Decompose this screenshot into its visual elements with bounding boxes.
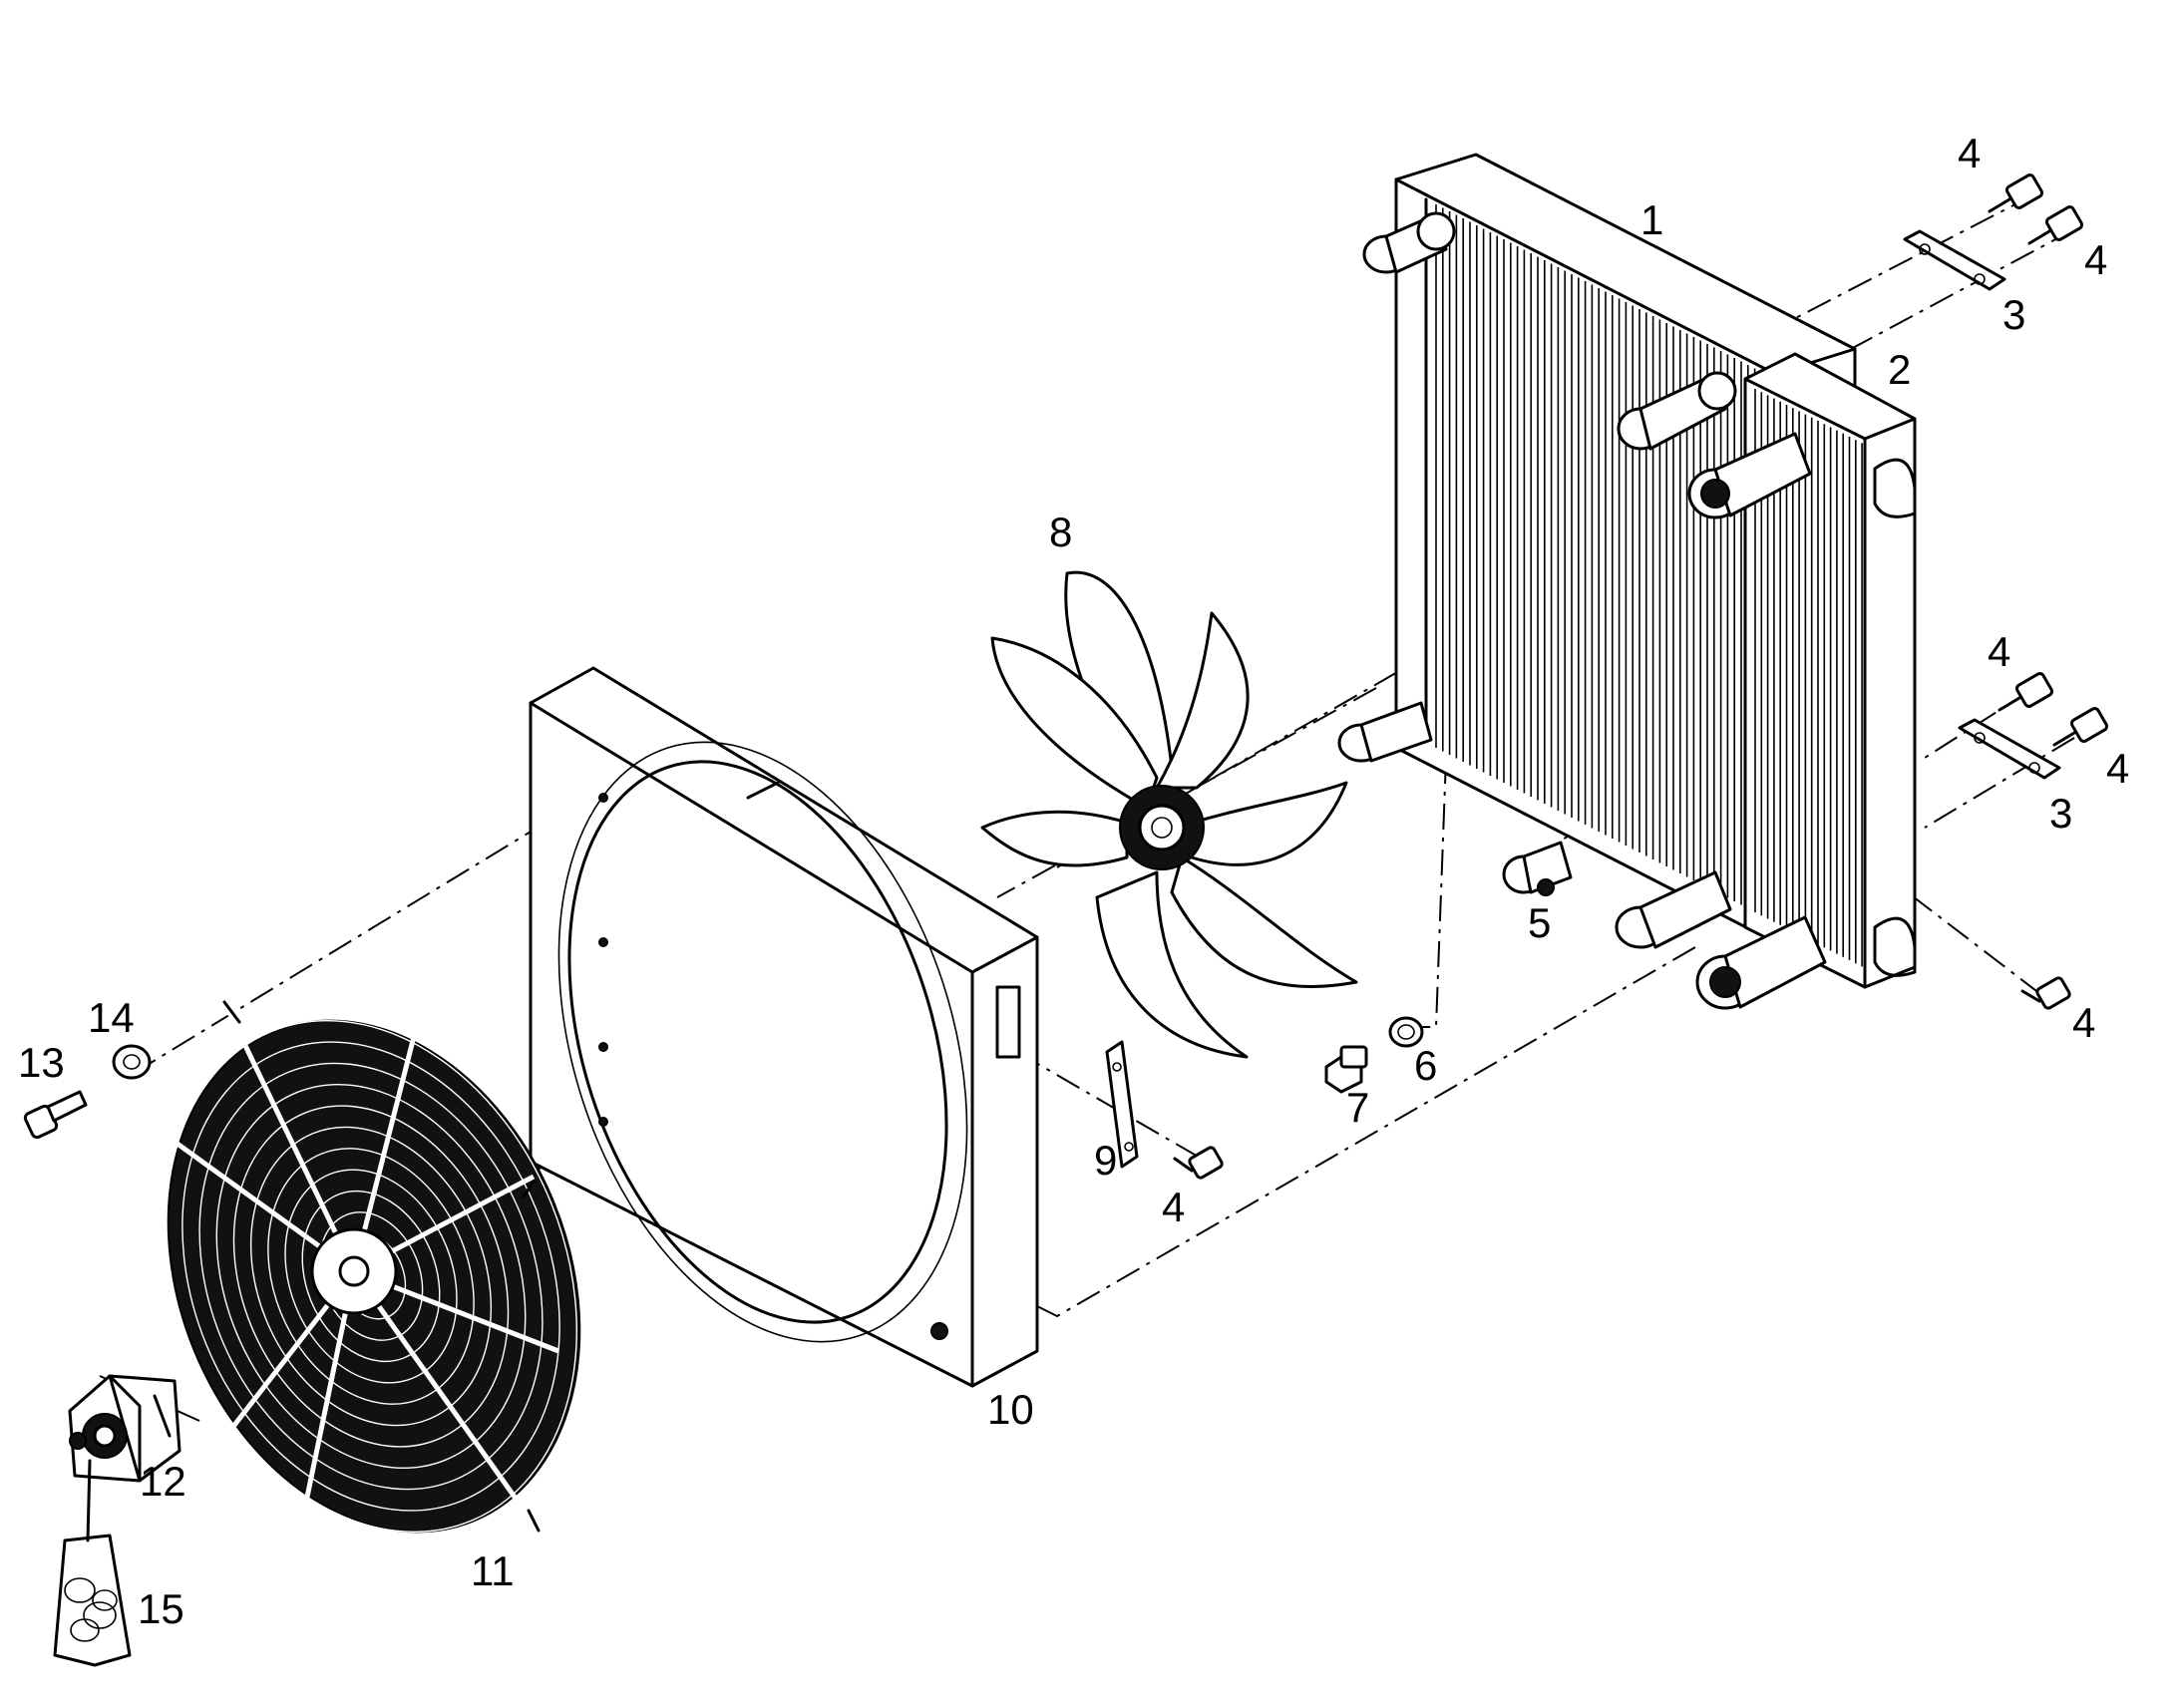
fan-impeller <box>980 570 1358 1059</box>
callout-5: 5 <box>1528 899 1551 946</box>
bracket-lower <box>1958 718 2061 780</box>
radiator-pipe-top-left <box>1362 211 1456 274</box>
radiator-pipe-bottom <box>1337 701 1732 949</box>
bolt-3 <box>1998 672 2054 712</box>
radiator-pipe-mid <box>1617 371 1737 451</box>
fitting <box>1502 841 1573 896</box>
callout-2: 2 <box>1888 346 1911 393</box>
guard-ring <box>301 1190 441 1363</box>
callout-4-bottom-right: 4 <box>2072 999 2095 1046</box>
washer <box>1388 1016 1424 1048</box>
guard-ring <box>198 1062 544 1491</box>
mount-washer <box>112 1044 152 1080</box>
bolt-2 <box>2027 205 2084 245</box>
hydraulic-motor <box>68 1374 182 1483</box>
guard-ring <box>267 1148 475 1405</box>
fan-guard <box>165 1000 581 1537</box>
callout-4-center: 4 <box>1162 1184 1185 1230</box>
callout-6: 6 <box>1414 1042 1437 1089</box>
callout-4-mid-right: 4 <box>2106 745 2129 792</box>
cover-plate <box>1105 1040 1139 1169</box>
callout-8: 8 <box>1049 509 1072 555</box>
callout-15: 15 <box>138 1585 184 1632</box>
guard-spoke <box>221 1000 357 1273</box>
cooler-pipe-top <box>1687 432 1812 519</box>
cooler-pipe-bottom <box>1695 915 1827 1010</box>
guard-ring <box>284 1169 458 1384</box>
callout-4-top-right: 4 <box>2084 236 2107 283</box>
fan-shroud <box>529 666 1039 1388</box>
bracket-upper <box>1903 229 2006 291</box>
callout-1: 1 <box>1640 196 1663 243</box>
guard-ring <box>232 1105 510 1448</box>
seal-kit-bag <box>53 1459 132 1667</box>
callout-4-mid: 4 <box>1988 628 2010 675</box>
guard-spoke <box>296 1270 357 1537</box>
callout-11: 11 <box>471 1547 515 1594</box>
bolt-5 <box>2020 976 2071 1010</box>
callout-4-top: 4 <box>1958 130 1981 176</box>
bolt-1 <box>1988 173 2044 213</box>
guard-ring <box>215 1084 527 1469</box>
guard-spoke <box>351 1016 422 1272</box>
guard-ring <box>182 1041 560 1512</box>
callout-7: 7 <box>1346 1084 1369 1131</box>
mount-bolt <box>23 1090 88 1140</box>
callout-9: 9 <box>1094 1137 1117 1184</box>
bolt-6 <box>1173 1146 1224 1180</box>
drain-plug <box>1324 1045 1368 1094</box>
callout-3-upper: 3 <box>2002 291 2025 338</box>
cooler-core <box>1687 352 1917 1010</box>
guard-spoke <box>351 1269 542 1533</box>
bolt-4 <box>2052 707 2109 747</box>
callout-10: 10 <box>987 1386 1034 1433</box>
guard-ring <box>249 1126 493 1427</box>
guard-ring <box>165 1019 577 1534</box>
callout-labels: 1 2 3 3 4 4 4 4 4 4 5 6 7 8 9 10 11 12 1… <box>18 130 2129 1632</box>
callout-12: 12 <box>140 1458 186 1505</box>
callout-14: 14 <box>88 994 135 1041</box>
callout-13: 13 <box>18 1039 65 1086</box>
callout-3-lower: 3 <box>2049 790 2072 837</box>
